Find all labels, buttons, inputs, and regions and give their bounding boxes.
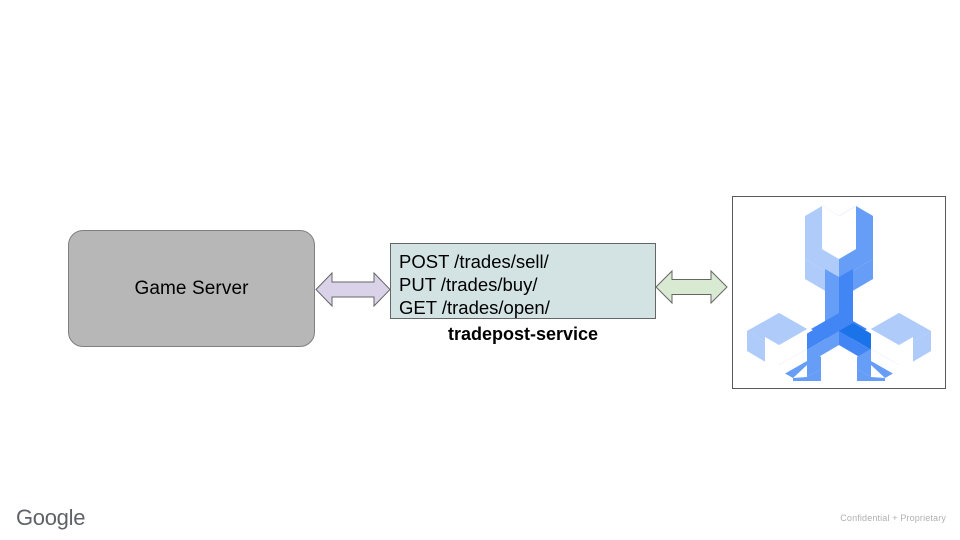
double-arrow-purple-icon <box>315 271 391 308</box>
double-arrow-green-icon <box>655 269 728 305</box>
node-game-server-label: Game Server <box>134 277 249 299</box>
image-frame-cloud-logo <box>732 196 946 389</box>
connector-service-to-cloud[interactable] <box>655 266 728 308</box>
node-tradepost-service-caption: tradepost-service <box>447 324 599 344</box>
confidential-notice: Confidential + Proprietary <box>840 513 946 523</box>
endpoint-line-post: POST /trades/sell/ <box>399 251 549 272</box>
node-tradepost-service[interactable]: POST /trades/sell/ PUT /trades/buy/ GET … <box>390 243 656 319</box>
connector-game-server-to-service[interactable] <box>315 268 391 311</box>
cloud-tools-wrench-icon <box>747 205 931 381</box>
google-wordmark: Google <box>16 505 86 530</box>
node-game-server[interactable]: Game Server <box>68 230 315 347</box>
endpoint-line-get: GET /trades/open/ <box>399 297 550 318</box>
endpoint-line-put: PUT /trades/buy/ <box>399 274 538 295</box>
